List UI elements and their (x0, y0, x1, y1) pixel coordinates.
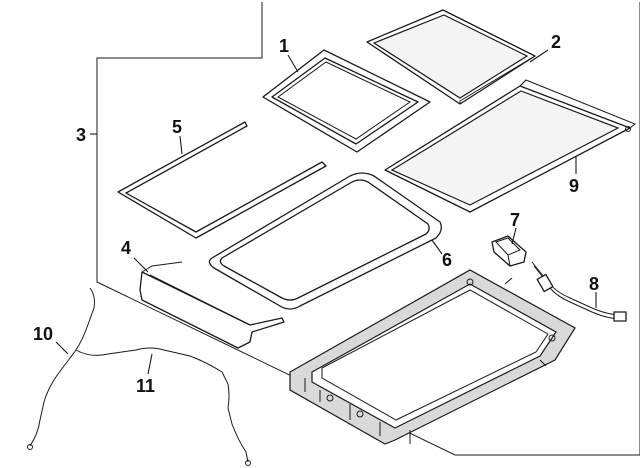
callout-9: 9 (569, 176, 579, 196)
callout-8: 8 (589, 274, 599, 294)
part-1-glass-frame (262, 49, 431, 153)
callout-11: 11 (136, 376, 155, 396)
assembly-boundary (96, 2, 640, 456)
part-6-weatherstrip (208, 172, 442, 310)
callout-4: 4 (121, 238, 131, 258)
leader-10 (55, 341, 69, 355)
leader-4 (133, 257, 149, 273)
callout-5: 5 (172, 117, 182, 137)
part-10-drain-hose (27, 287, 95, 450)
sunroof-housing (289, 269, 576, 445)
part-11-drain-hose (75, 347, 251, 466)
callout-2: 2 (551, 32, 561, 52)
leader-1 (287, 54, 299, 73)
leader-5 (179, 135, 183, 155)
leader-7 (511, 227, 517, 245)
part-2-glass-panel (366, 9, 536, 105)
part-4-wind-deflector (139, 261, 285, 349)
callout-6: 6 (442, 250, 452, 270)
leader-2 (529, 49, 549, 63)
leader-6 (431, 239, 443, 255)
part-5-seal (117, 121, 327, 239)
callout-7: 7 (510, 210, 520, 230)
leader-11 (147, 353, 153, 375)
callout-1: 1 (279, 36, 289, 56)
part-8-drive-cable (531, 261, 627, 322)
callout-3: 3 (76, 125, 86, 145)
part-7-motor (491, 235, 527, 267)
callout-10: 10 (33, 324, 53, 344)
part-9-sunshade (384, 79, 636, 213)
